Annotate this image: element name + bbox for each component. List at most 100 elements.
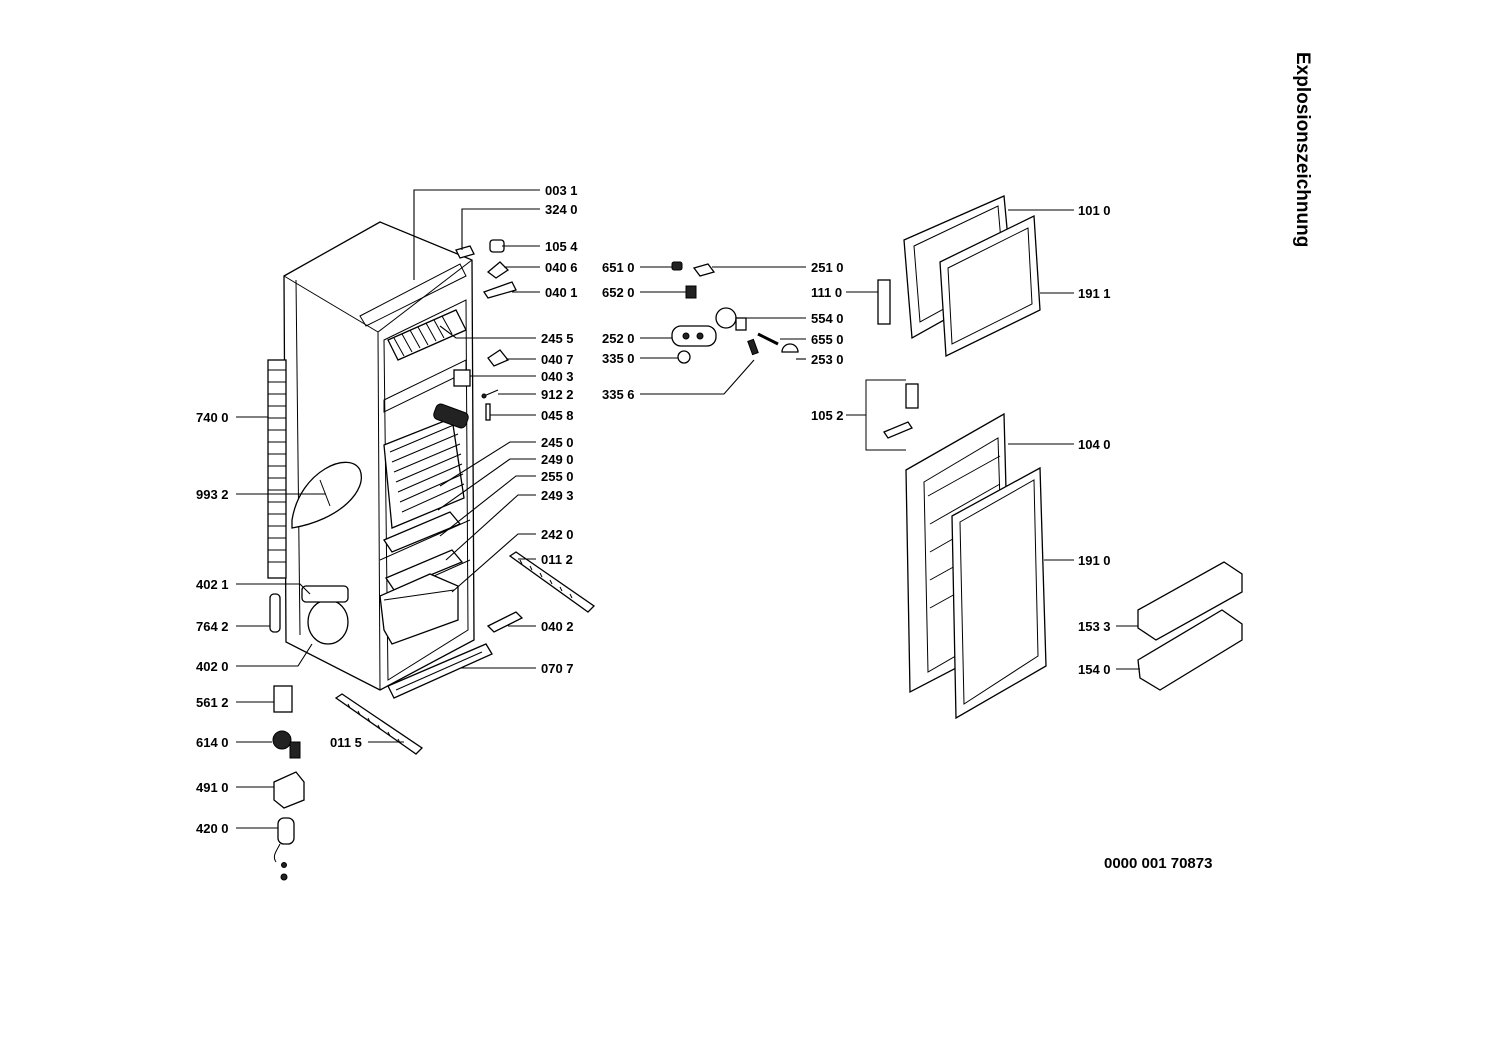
part-label-6520: 652 0 [602, 285, 635, 300]
top-shelf [387, 309, 467, 361]
leader-line-2450 [439, 441, 536, 487]
part-label-9932: 993 2 [196, 487, 229, 502]
freezer-door-gasket [939, 214, 1041, 358]
detail-bubble [291, 461, 362, 529]
bracket-group [865, 379, 919, 451]
foot-0402 [486, 611, 524, 633]
leader-line-2550 [439, 475, 536, 537]
part-label-4200: 420 0 [196, 821, 229, 836]
part-label-0407: 040 7 [541, 352, 574, 367]
hinge-1110 [877, 279, 891, 325]
rail-upper [508, 551, 596, 613]
part-label-0458: 045 8 [541, 408, 574, 423]
fridge-door-gasket [951, 466, 1047, 720]
part-label-4020: 402 0 [196, 659, 229, 674]
screw-dot-1 [281, 862, 287, 868]
cover-2530 [781, 343, 799, 353]
document-number: 0000 001 70873 [1104, 855, 1212, 872]
knob-3350 [677, 350, 691, 364]
part-label-5540: 554 0 [811, 311, 844, 326]
part-label-0031: 003 1 [545, 183, 578, 198]
condenser [267, 359, 287, 579]
leader-line-0031 [413, 189, 540, 280]
part-label-1911: 191 1 [1078, 286, 1111, 301]
leader-line-2420 [451, 533, 536, 593]
door-shelf-1540 [1137, 609, 1243, 691]
middle-shelves [383, 417, 465, 591]
part-label-9122: 912 2 [541, 387, 574, 402]
part-label-2420: 242 0 [541, 527, 574, 542]
part-label-6140: 614 0 [196, 735, 229, 750]
cover-491 [273, 771, 305, 809]
compressor [301, 585, 349, 645]
leader-line-4021 [236, 583, 311, 595]
hardware-324 [455, 245, 475, 259]
part-label-0402: 040 2 [541, 619, 574, 634]
part-label-1540: 154 0 [1078, 662, 1111, 677]
relay-561 [273, 685, 293, 713]
part-label-7642: 764 2 [196, 619, 229, 634]
leader-line-2493 [445, 494, 536, 561]
pin-0458 [485, 403, 491, 421]
capacitor-420 [273, 817, 295, 863]
control-housing-2520 [671, 325, 717, 347]
part-label-2510: 251 0 [811, 260, 844, 275]
part-label-3356: 335 6 [602, 387, 635, 402]
part-label-0115: 011 5 [330, 735, 362, 750]
part-label-1052: 105 2 [811, 408, 844, 423]
rail-lower [334, 693, 424, 755]
leader-line-3356 [640, 359, 755, 395]
part-label-1010: 101 0 [1078, 203, 1111, 218]
part-label-4910: 491 0 [196, 780, 229, 795]
part-label-1910: 191 0 [1078, 553, 1111, 568]
part-label-1054: 105 4 [545, 239, 578, 254]
switch-2510 [692, 263, 716, 277]
screw-dot-2 [280, 873, 288, 881]
relay-614 [272, 730, 301, 759]
hinge-0401 [482, 281, 517, 299]
sensor-6550 [757, 332, 779, 346]
part-label-0401: 040 1 [545, 285, 578, 300]
hinge-0407 [487, 349, 510, 367]
part-label-5612: 561 2 [196, 695, 229, 710]
part-label-2490: 249 0 [541, 452, 574, 467]
screw-9122 [481, 389, 499, 399]
part-label-2520: 252 0 [602, 331, 635, 346]
part-label-2493: 249 3 [541, 488, 574, 503]
part-label-1533: 153 3 [1078, 619, 1111, 634]
part-label-2450: 245 0 [541, 435, 574, 450]
socket-6520 [685, 285, 697, 299]
part-label-2455: 245 5 [541, 331, 574, 346]
part-label-1110: 111 0 [811, 285, 842, 300]
kick-plate [387, 643, 493, 699]
part-label-1040: 104 0 [1078, 437, 1111, 452]
part-label-0707: 070 7 [541, 661, 574, 676]
part-label-2550: 255 0 [541, 469, 574, 484]
crisper-drawer [379, 573, 459, 645]
leader-line-4020 [236, 643, 313, 667]
part-label-4021: 402 1 [196, 577, 229, 592]
spring-3356 [747, 338, 759, 356]
thermostat-5540 [715, 307, 747, 331]
lamp-6510 [671, 261, 683, 271]
cabinet-thermostat-housing [433, 403, 469, 429]
part-label-0403: 040 3 [541, 369, 574, 384]
part-labels: 003 1 324 0 105 4 040 6 040 1 245 5 040 7 040 3… [196, 183, 1140, 836]
part-label-3350: 335 0 [602, 351, 635, 366]
dryer [269, 593, 281, 633]
leader-line-2455 [439, 325, 536, 339]
leader-line-2490 [437, 458, 536, 511]
part-label-2530: 253 0 [811, 352, 844, 367]
hinge-0403 [453, 369, 471, 387]
part-label-6510: 651 0 [602, 260, 635, 275]
diagram-title: Explosionszeichnung [1292, 52, 1313, 247]
part-label-0406: 040 6 [545, 260, 578, 275]
hinge-0406 [486, 261, 510, 279]
part-label-6550: 655 0 [811, 332, 844, 347]
part-label-0112: 011 2 [541, 552, 573, 567]
leader-line-3240 [461, 208, 540, 250]
hardware-1054 [489, 239, 505, 253]
part-label-7400: 740 0 [196, 410, 229, 425]
part-label-3240: 324 0 [545, 202, 578, 217]
